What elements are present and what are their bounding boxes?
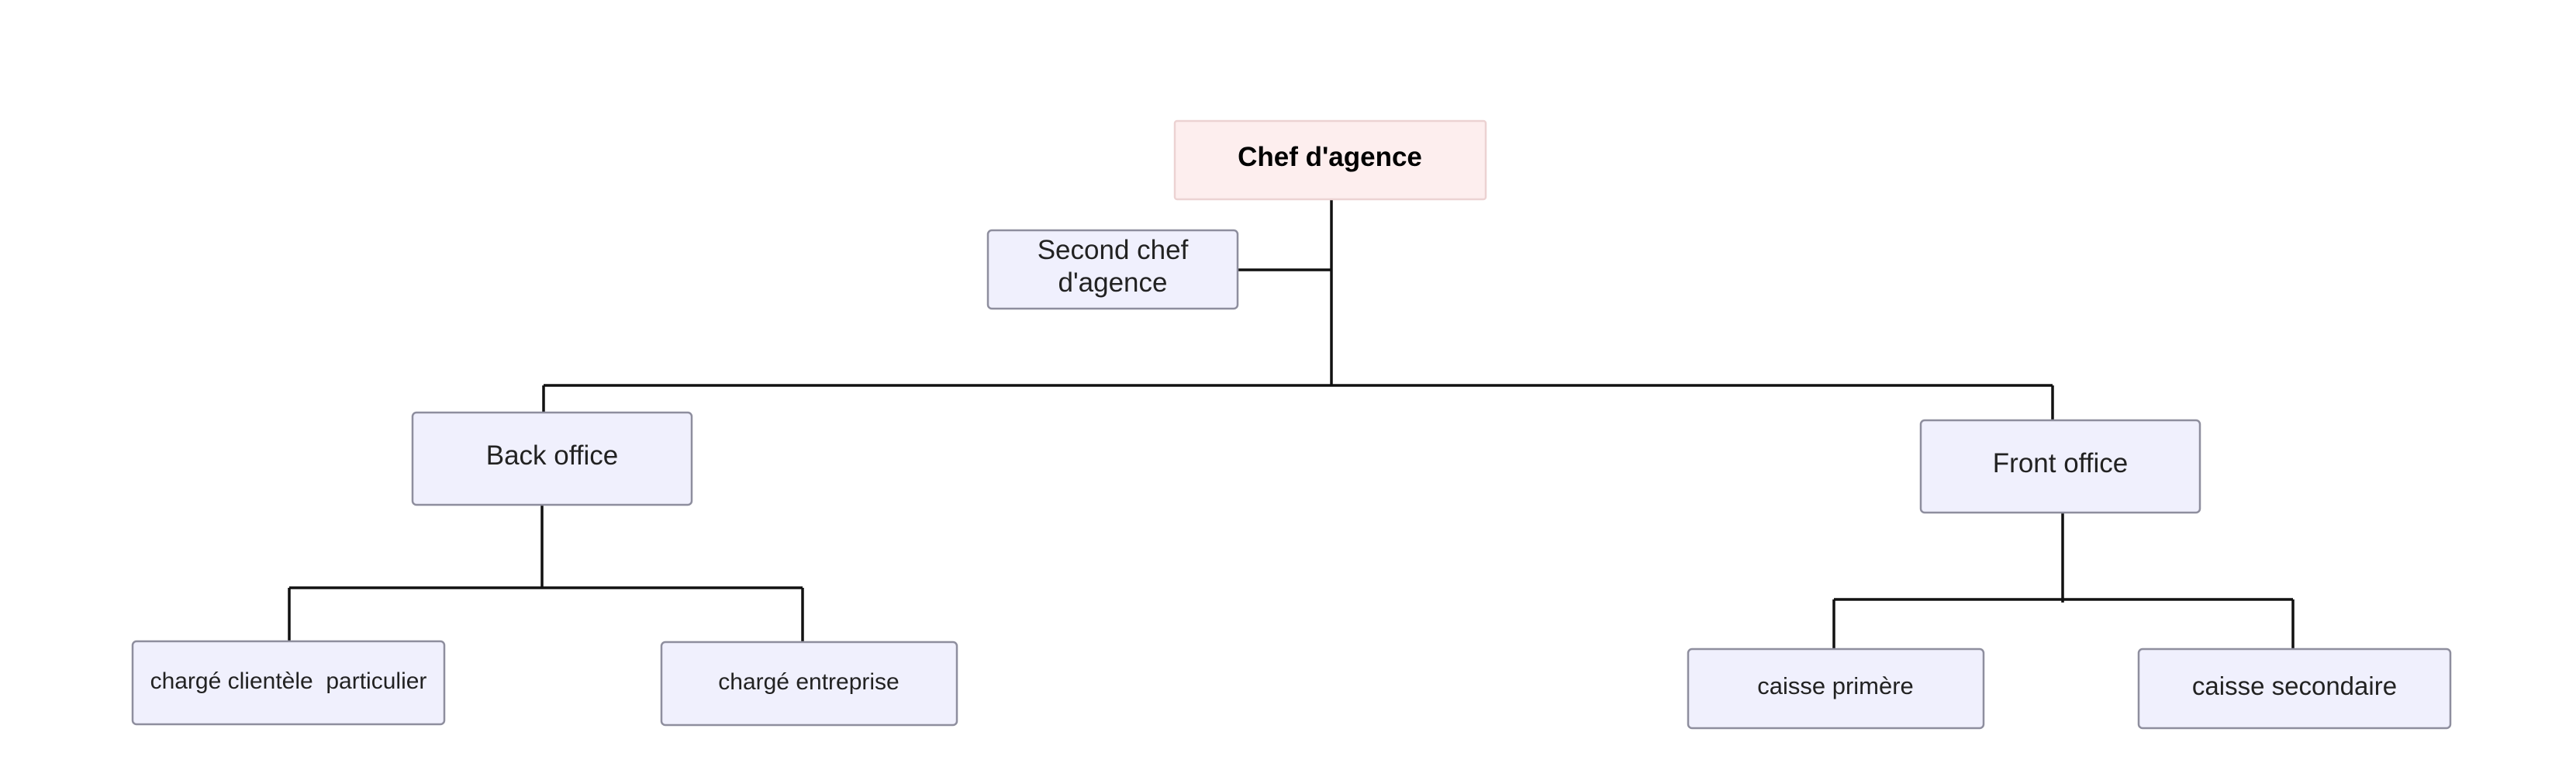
node-charge-entreprise-box[interactable] [660,641,958,727]
node-back-office-box[interactable] [411,411,693,506]
node-chef[interactable]: Chef d'agence [1173,119,1487,201]
node-front-office[interactable]: Front office [1919,419,2201,514]
node-charge-entreprise[interactable]: chargé entreprise [660,641,958,727]
node-back-office[interactable]: Back office [411,411,693,506]
node-chef-label: Chef d'agence [1238,142,1422,172]
node-back-office-label: Back office [486,440,619,471]
connectors [288,199,2295,649]
node-charge-particulier-box[interactable] [131,640,446,726]
node-charge-entreprise-label: chargé entreprise [718,669,899,695]
node-caisse-secondaire-label: caisse secondaire [2192,672,2397,700]
node-caisse-secondaire-box[interactable] [2137,648,2452,730]
node-second-chef-box[interactable] [986,229,1239,310]
node-charge-particulier-label: chargé clientèle particulier [150,668,427,694]
node-caisse-secondaire[interactable]: caisse secondaire [2137,648,2452,730]
node-caisse-premiere[interactable]: caisse primère [1687,648,1985,730]
node-second-chef-label-line1: Second chef [1038,235,1189,265]
node-caisse-premiere-box[interactable] [1687,648,1985,730]
node-chef-box[interactable] [1173,119,1487,201]
node-caisse-premiere-label: caisse primère [1757,672,1914,699]
node-charge-particulier[interactable]: chargé clientèle particulier [131,640,446,726]
node-second-chef-label-line2: d'agence [1058,268,1168,298]
node-front-office-label: Front office [1993,448,2128,478]
node-front-office-box[interactable] [1919,419,2201,514]
node-second-chef[interactable]: Second chef d'agence [986,229,1239,310]
